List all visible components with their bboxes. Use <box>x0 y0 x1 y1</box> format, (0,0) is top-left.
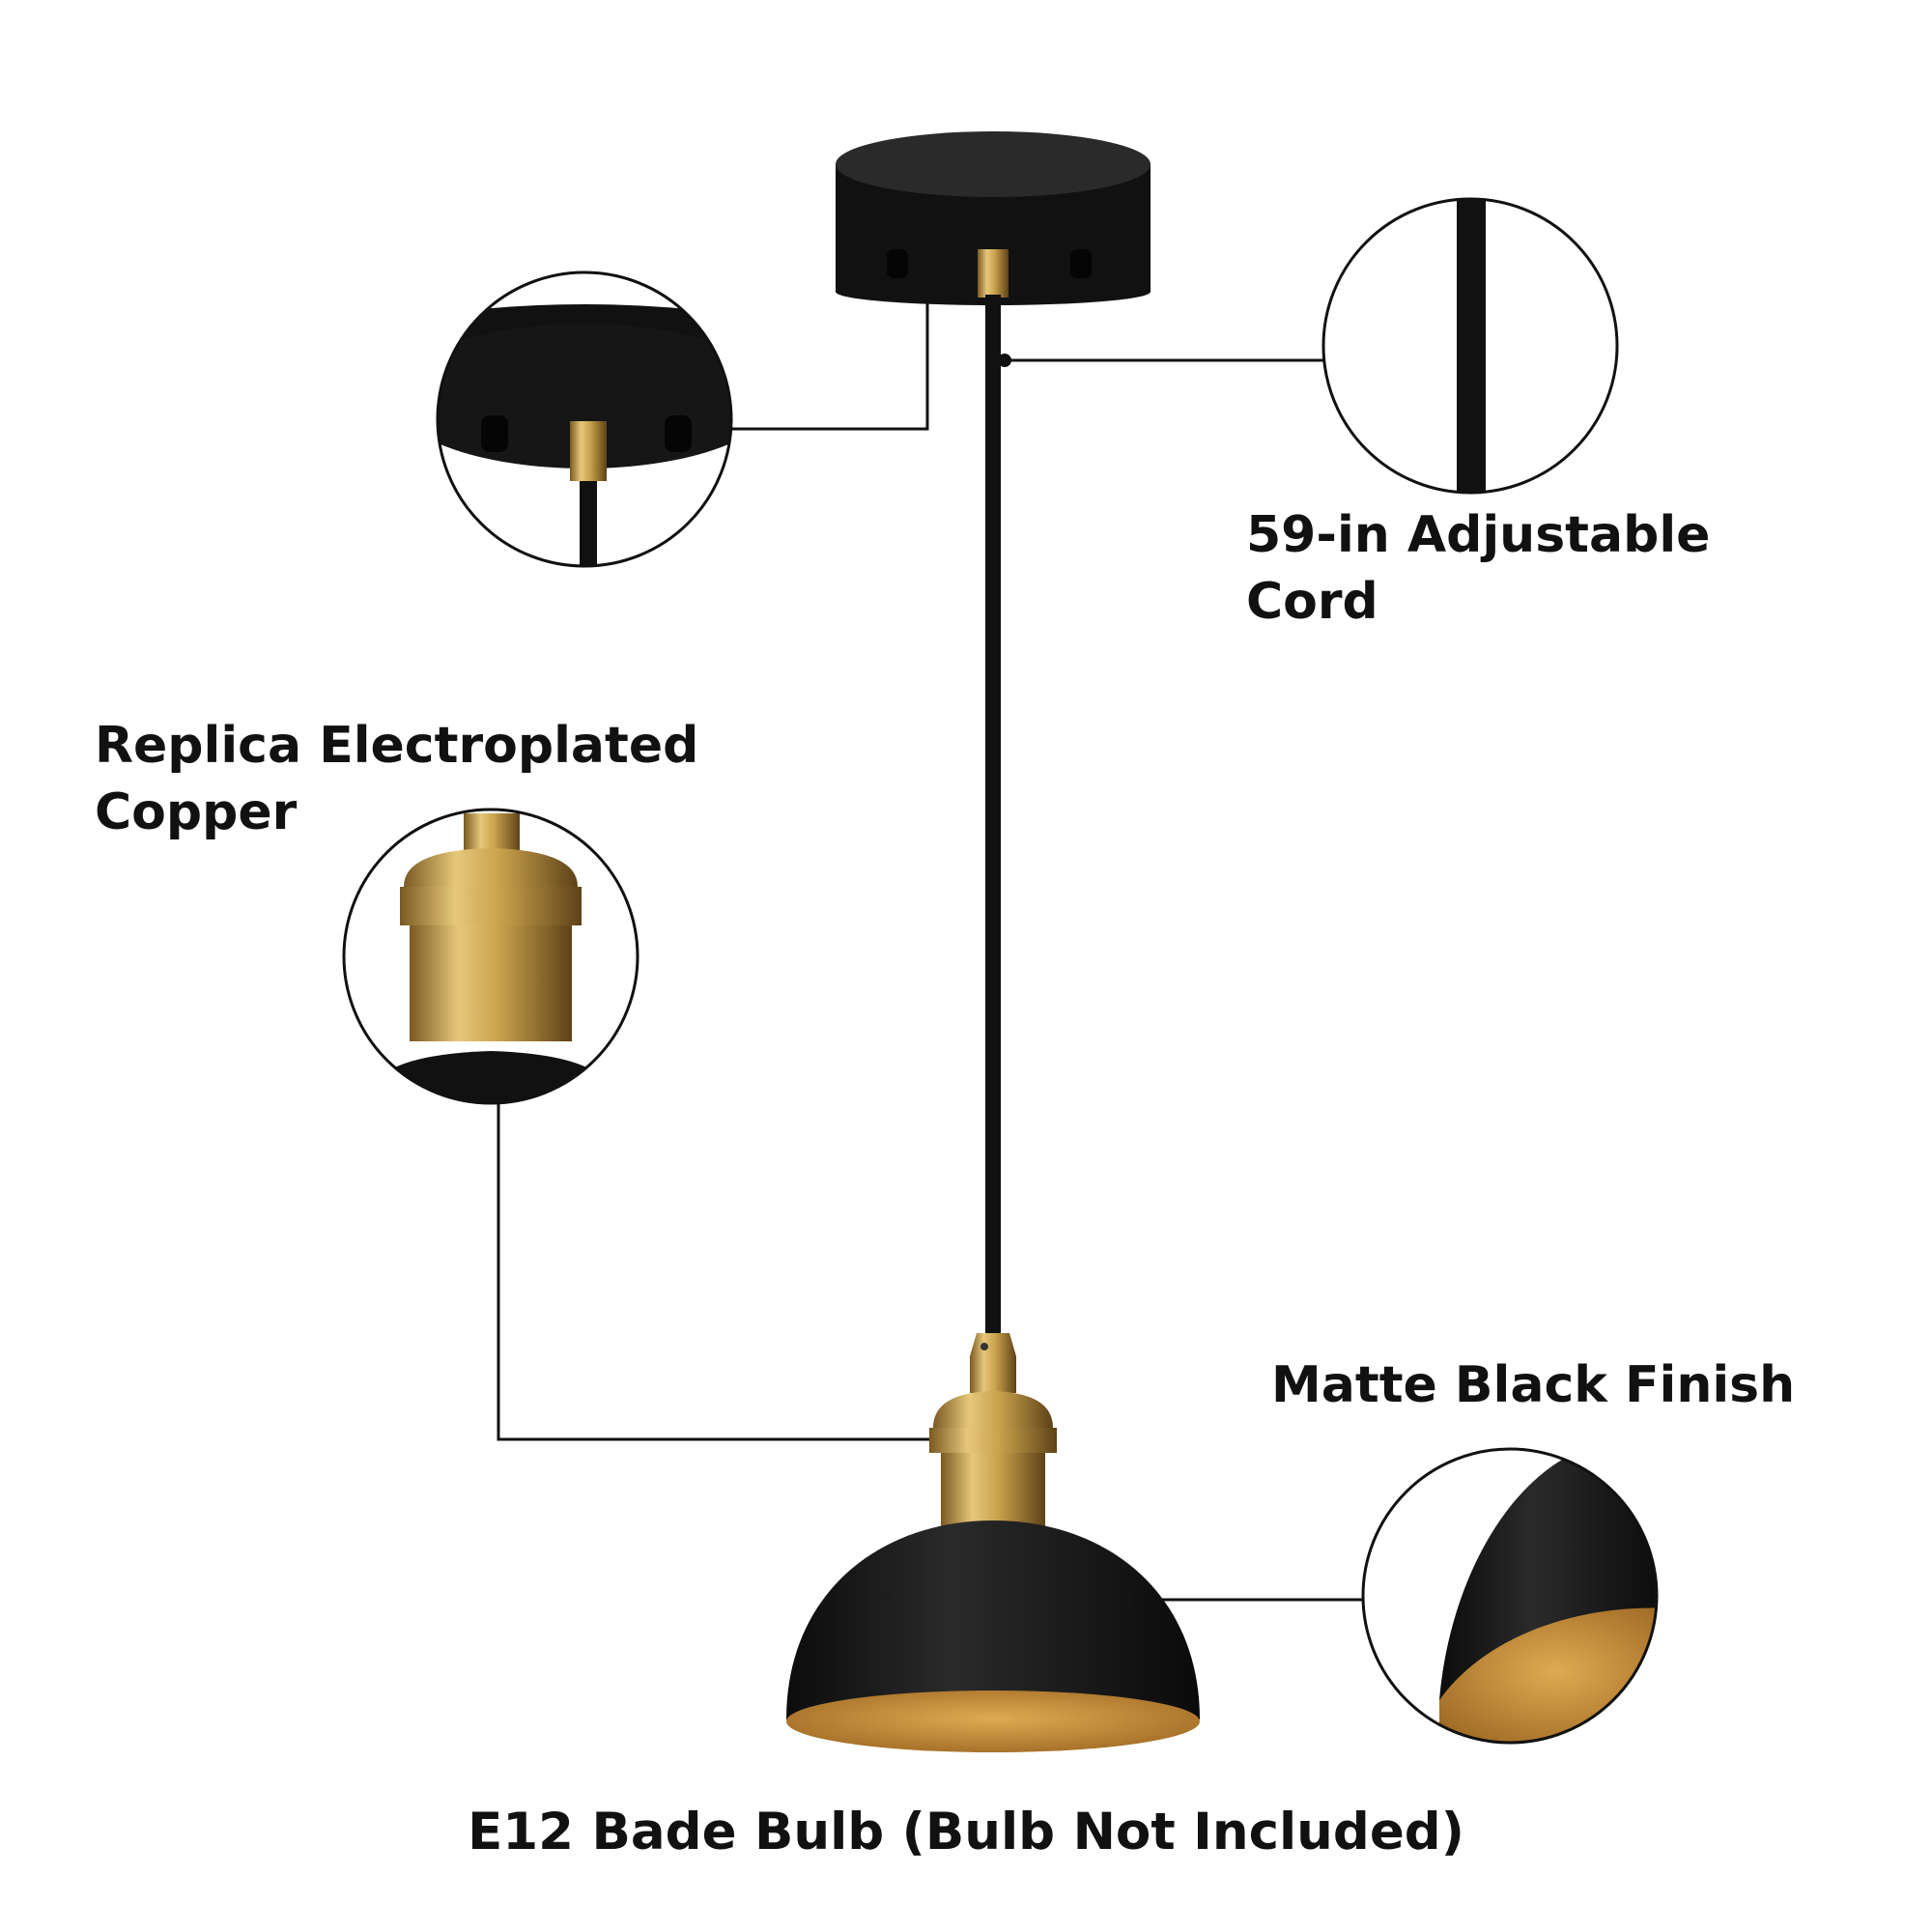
callout-dot <box>998 354 1011 367</box>
ceiling-canopy <box>836 131 1151 305</box>
copper-label-line1: Replica Electroplated <box>95 717 699 775</box>
callout-dot <box>1133 1593 1147 1606</box>
bulb-label: E12 Bade Bulb (Bulb Not Included) <box>0 1799 1932 1866</box>
shade-closeup <box>1361 1447 1659 1745</box>
socket-closeup <box>342 808 639 1105</box>
canopy-closeup <box>436 270 733 568</box>
callout-lines <box>497 230 1362 1602</box>
power-cord <box>985 295 1001 1333</box>
callout-dot <box>921 223 934 237</box>
finish-label: Matte Black Finish <box>1271 1352 1795 1419</box>
copper-label-line2: Copper <box>95 782 298 841</box>
cord-closeup <box>1321 197 1619 495</box>
brass-socket <box>929 1333 1057 1528</box>
cord-label-line1: 59-in Adjustable <box>1246 506 1711 564</box>
cord-length-label: 59-in Adjustable Cord <box>1246 502 1710 635</box>
copper-socket-label: Replica Electroplated Copper <box>95 713 698 845</box>
cord-label-line2: Cord <box>1246 572 1378 631</box>
dome-shade <box>786 1520 1200 1752</box>
bulb-label-text: E12 Bade Bulb (Bulb Not Included) <box>468 1803 1464 1861</box>
finish-label-text: Matte Black Finish <box>1271 1356 1796 1414</box>
pendant-light <box>786 131 1200 1752</box>
